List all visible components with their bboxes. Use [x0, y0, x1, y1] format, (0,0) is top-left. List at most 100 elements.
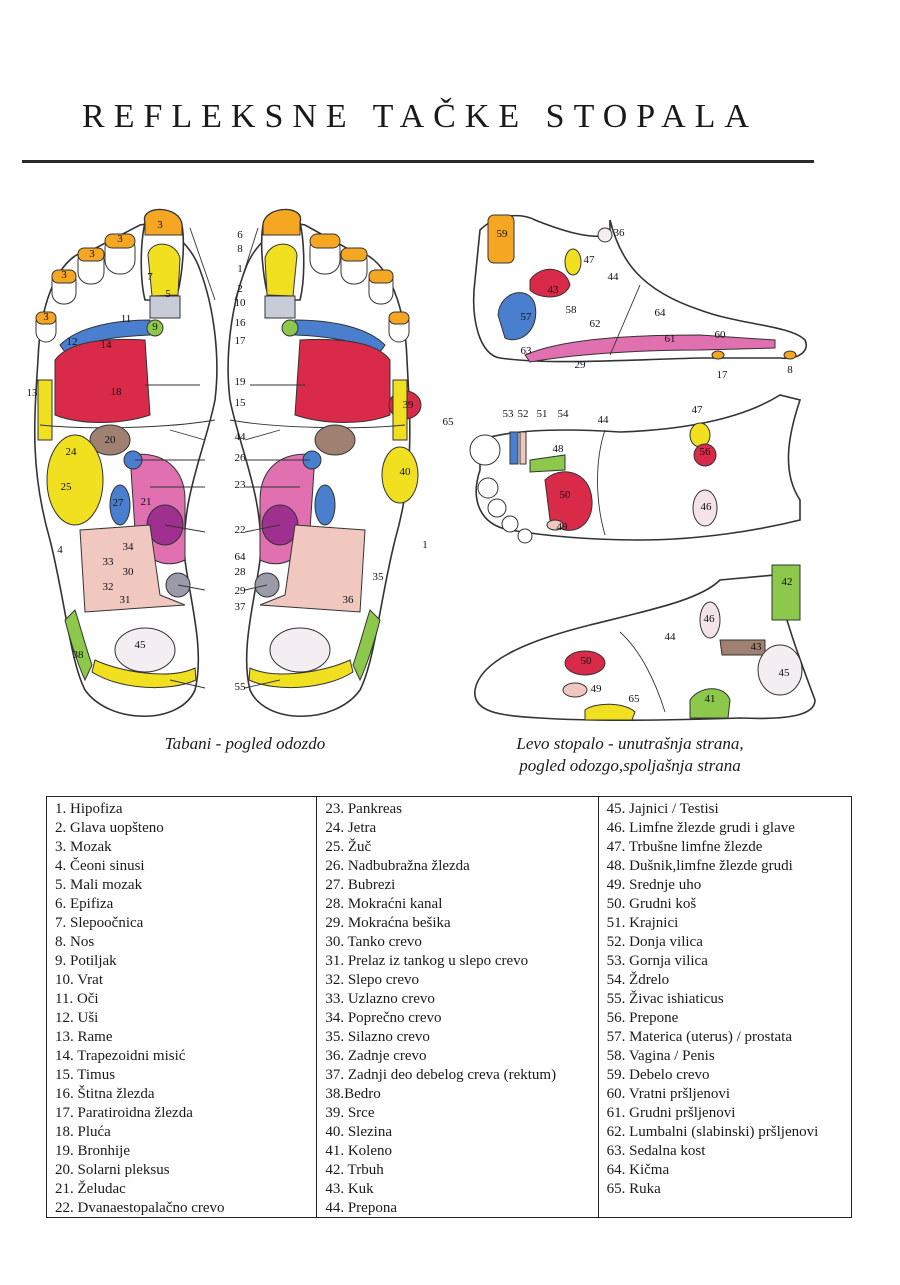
diagram-label-40: 40 — [400, 466, 412, 478]
diagram-label-36: 36 — [614, 227, 626, 239]
legend-item: 64. Kičma — [606, 1162, 670, 1178]
right-occiput — [281, 319, 299, 337]
diagram-label-60: 60 — [715, 329, 727, 341]
legend-item: 27. Bubrezi — [325, 877, 396, 893]
legend-item: 6. Epifiza — [55, 896, 114, 912]
diagram-label-3: 3 — [157, 219, 163, 231]
legend-item: 51. Krajnici — [606, 915, 679, 931]
left-diaphragm — [39, 419, 216, 429]
right-thigh — [352, 609, 381, 682]
diagram-label-4: 4 — [57, 544, 63, 556]
diagram-label-44: 44 — [598, 414, 610, 426]
diagram-label-6: 6 — [237, 229, 243, 241]
legend-item: 1. Hipofiza — [55, 801, 123, 817]
diagram-label-9: 9 — [152, 321, 158, 333]
legend-item: 11. Oči — [55, 991, 99, 1007]
side-bot-groin — [619, 631, 666, 713]
legend-item: 46. Limfne žlezde grudi i glave — [606, 820, 795, 836]
diagram-label-51: 51 — [537, 408, 548, 420]
side-view-top — [472, 214, 807, 363]
diagram-label-38: 38 — [73, 649, 85, 661]
diagram-label-31: 31 — [120, 594, 131, 606]
side-mid-jaw-lower — [519, 431, 527, 465]
legend-item: 49. Srednje uho — [606, 877, 702, 893]
diagram-label-44: 44 — [665, 631, 677, 643]
diagram-label-29: 29 — [235, 585, 247, 597]
diagram-label-37: 37 — [235, 601, 247, 613]
diagram-label-55: 55 — [235, 681, 247, 693]
left-toe4-brain — [51, 269, 77, 284]
right-diaphragm — [229, 419, 406, 429]
diagram-label-48: 48 — [553, 443, 565, 455]
side-mid-chest — [544, 471, 593, 531]
side-mid-lymph-chest — [692, 489, 718, 527]
diagram-label-46: 46 — [704, 613, 716, 625]
right-kidney — [314, 484, 336, 526]
diagram-label-52: 52 — [518, 408, 529, 420]
reflexology-diagram: .o { stroke:#333; stroke-width:1.6; fill… — [27, 208, 816, 722]
right-toe-big-brain — [262, 209, 301, 236]
diagram-label-23: 23 — [235, 479, 247, 491]
title-divider — [22, 160, 814, 163]
left-shoulder — [37, 379, 53, 441]
side-top-paratyroid — [711, 350, 725, 360]
side-mid-lymph-abdomen — [689, 422, 711, 448]
legend-item: 4. Čeoni sinusi — [55, 858, 145, 874]
legend-item: 29. Mokraćna bešika — [325, 915, 451, 931]
diagram-label-8: 8 — [237, 243, 243, 255]
diagram-label-39: 39 — [403, 399, 415, 411]
right-lung — [294, 338, 391, 423]
left-lung — [54, 338, 151, 423]
diagram-label-26: 26 — [235, 452, 247, 464]
diagram-label-3: 3 — [89, 248, 95, 260]
diagram-label-10: 10 — [235, 297, 247, 309]
legend-item: 65. Ruka — [606, 1181, 661, 1197]
legend-item: 40. Slezina — [325, 1124, 392, 1140]
legend-item: 25. Žuč — [325, 839, 372, 855]
side-mid-trachea — [529, 454, 566, 473]
diagram-label-59: 59 — [497, 228, 509, 240]
legend-item: 53. Gornja vilica — [606, 953, 708, 969]
legend-item: 24. Jetra — [325, 820, 377, 836]
diagram-label-22: 22 — [235, 524, 246, 536]
right-ovary — [269, 627, 331, 673]
diagram-label-46: 46 — [701, 501, 713, 513]
legend-item: 36. Zadnje crevo — [325, 1048, 427, 1064]
side-top-outline — [472, 214, 807, 363]
legend-item: 15. Timus — [55, 1067, 116, 1083]
legend-item: 37. Zadnji deo debelog creva (rektum) — [325, 1067, 557, 1083]
diagram-label-36: 36 — [343, 594, 355, 606]
side-mid-groin — [597, 429, 606, 536]
diagram-label-43: 43 — [548, 284, 560, 296]
diagram-label-64: 64 — [655, 307, 667, 319]
legend-item: 12. Uši — [55, 1010, 99, 1026]
side-view-middle — [469, 394, 802, 544]
diagram-label-19: 19 — [235, 376, 247, 388]
diagram-label-14: 14 — [101, 339, 113, 351]
legend-item: 30. Tanko crevo — [325, 934, 422, 950]
legend-item: 10. Vrat — [55, 972, 103, 988]
diagram-label-25: 25 — [61, 481, 73, 493]
legend-item: 38.Bedro — [325, 1086, 381, 1102]
diagram-label-34: 34 — [123, 541, 135, 553]
left-liver — [46, 434, 104, 526]
side-bot-chest — [564, 650, 606, 676]
side-bot-arm — [584, 703, 636, 721]
diagram-label-13: 13 — [27, 387, 39, 399]
diagram-label-47: 47 — [692, 404, 704, 416]
side-mid-toe-big — [469, 434, 501, 466]
diagram-label-30: 30 — [123, 566, 135, 578]
left-toe5-brain — [35, 311, 57, 325]
legend-item: 62. Lumbalni (slabinski) pršljenovi — [606, 1124, 819, 1140]
side-top-colon — [487, 214, 515, 264]
diagram-label-44: 44 — [235, 431, 247, 443]
diagram-label-62: 62 — [590, 318, 601, 330]
diagram-label-50: 50 — [581, 655, 593, 667]
diagram-label-12: 12 — [67, 336, 78, 348]
diagram-label-50: 50 — [560, 489, 572, 501]
caption-left-foot-line2: pogled odozgo,spoljašnja strana — [519, 756, 741, 775]
